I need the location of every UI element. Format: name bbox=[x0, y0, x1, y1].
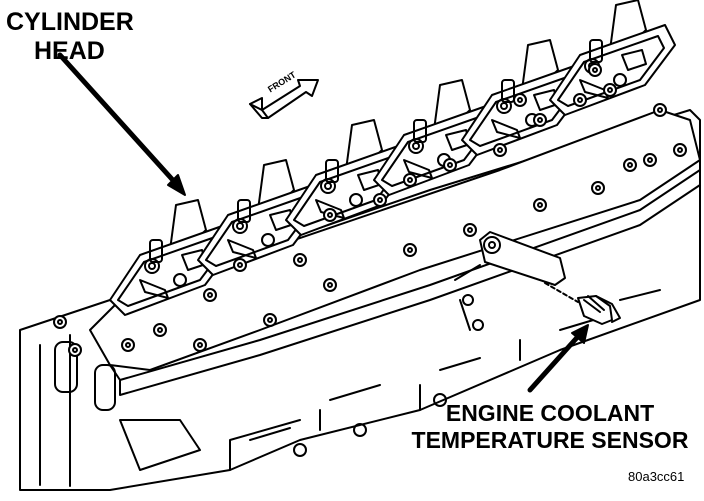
head-bolt bbox=[153, 323, 167, 337]
coolant-sensor-label: ENGINE COOLANT TEMPERATURE SENSOR bbox=[405, 400, 695, 454]
head-bolt bbox=[623, 158, 637, 172]
head-bolt bbox=[233, 258, 247, 272]
head-bolt bbox=[573, 93, 587, 107]
head-bolt bbox=[263, 313, 277, 327]
head-bolt bbox=[68, 343, 82, 357]
head-bolt bbox=[403, 243, 417, 257]
head-bolt bbox=[323, 208, 337, 222]
coolant-sensor-label-line2: TEMPERATURE SENSOR bbox=[411, 427, 689, 453]
cylinder-head-label-line1: CYLINDER bbox=[6, 8, 134, 36]
pointer-arrows bbox=[57, 52, 589, 393]
rocker-housing bbox=[197, 159, 324, 276]
head-bolt bbox=[588, 63, 602, 77]
head-bolt bbox=[193, 338, 207, 352]
head-bolt bbox=[323, 278, 337, 292]
head-bolt bbox=[533, 113, 547, 127]
coolant-rail bbox=[454, 231, 566, 331]
coolant-sensor-label-line1: ENGINE COOLANT bbox=[445, 400, 655, 426]
head-bolt bbox=[293, 253, 307, 267]
head-bolt bbox=[653, 103, 667, 117]
cylinder-head-label: CYLINDER HEAD bbox=[6, 8, 134, 66]
rocker-housings bbox=[109, 0, 676, 316]
head-bolt bbox=[203, 288, 217, 302]
figure-id: 80a3cc61 bbox=[628, 469, 685, 484]
head-bolt bbox=[643, 153, 657, 167]
coolant-sensor-drawing bbox=[544, 282, 621, 325]
head-bolt bbox=[463, 223, 477, 237]
head-bolt bbox=[373, 193, 387, 207]
head-bolts bbox=[53, 63, 687, 357]
head-bolt bbox=[53, 315, 67, 329]
front-direction-arrow bbox=[249, 79, 319, 119]
head-bolt bbox=[403, 173, 417, 187]
head-bolt bbox=[603, 83, 617, 97]
head-bolt bbox=[673, 143, 687, 157]
head-bolt bbox=[513, 93, 527, 107]
rocker-housing bbox=[549, 0, 676, 116]
head-bolt bbox=[493, 143, 507, 157]
head-bolt bbox=[443, 158, 457, 172]
rocker-housing bbox=[285, 119, 412, 236]
head-bolt bbox=[121, 338, 135, 352]
head-bolt bbox=[533, 198, 547, 212]
head-bolt bbox=[591, 181, 605, 195]
cylinder-head-label-line2: HEAD bbox=[34, 37, 105, 65]
